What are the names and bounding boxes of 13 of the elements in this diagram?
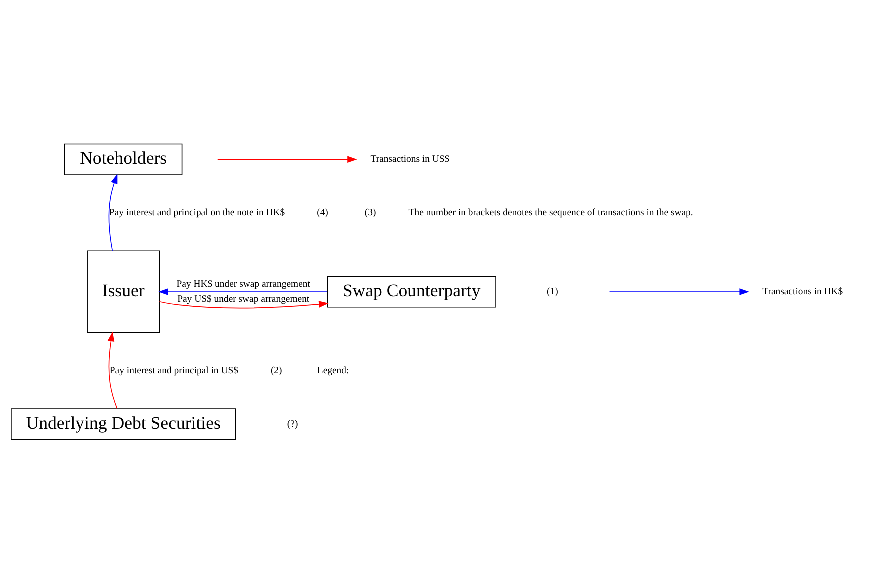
- legend-label: Transactions in HK$: [762, 286, 844, 298]
- legend-label: Transactions in US$: [370, 154, 450, 166]
- label: (1): [547, 286, 558, 298]
- label: The number in brackets denotes the sequence of transactions in the swap.: [408, 208, 694, 219]
- label: (2): [270, 365, 282, 376]
- edge-label: Pay US$ under swap arrangement: [178, 294, 310, 306]
- label: Legend:: [317, 365, 350, 376]
- edge-label: Pay interest and principal in US$: [110, 365, 238, 376]
- edge-label: Pay interest and principal on the note in HK$: [109, 208, 286, 219]
- label: (3): [364, 208, 376, 219]
- label: (4): [317, 208, 328, 219]
- edge-label: Pay HK$ under swap arrangement: [176, 278, 310, 290]
- label: (?): [287, 418, 298, 430]
